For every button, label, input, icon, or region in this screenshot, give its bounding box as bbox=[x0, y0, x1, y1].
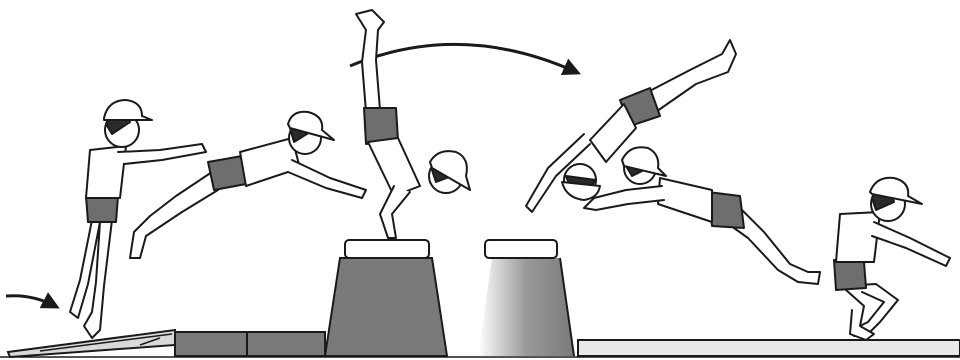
flight-arrow bbox=[350, 44, 576, 72]
gymnast-arch bbox=[584, 147, 820, 284]
vaulting-box bbox=[325, 240, 447, 356]
landing-mat bbox=[578, 340, 960, 356]
gymnast-take-off bbox=[130, 112, 366, 258]
gymnast-run-up bbox=[70, 100, 206, 338]
approach-arrow bbox=[6, 296, 55, 306]
mat-blocks bbox=[175, 332, 325, 356]
gymnast-landing bbox=[834, 178, 950, 340]
vaulting-box-second bbox=[478, 240, 574, 356]
